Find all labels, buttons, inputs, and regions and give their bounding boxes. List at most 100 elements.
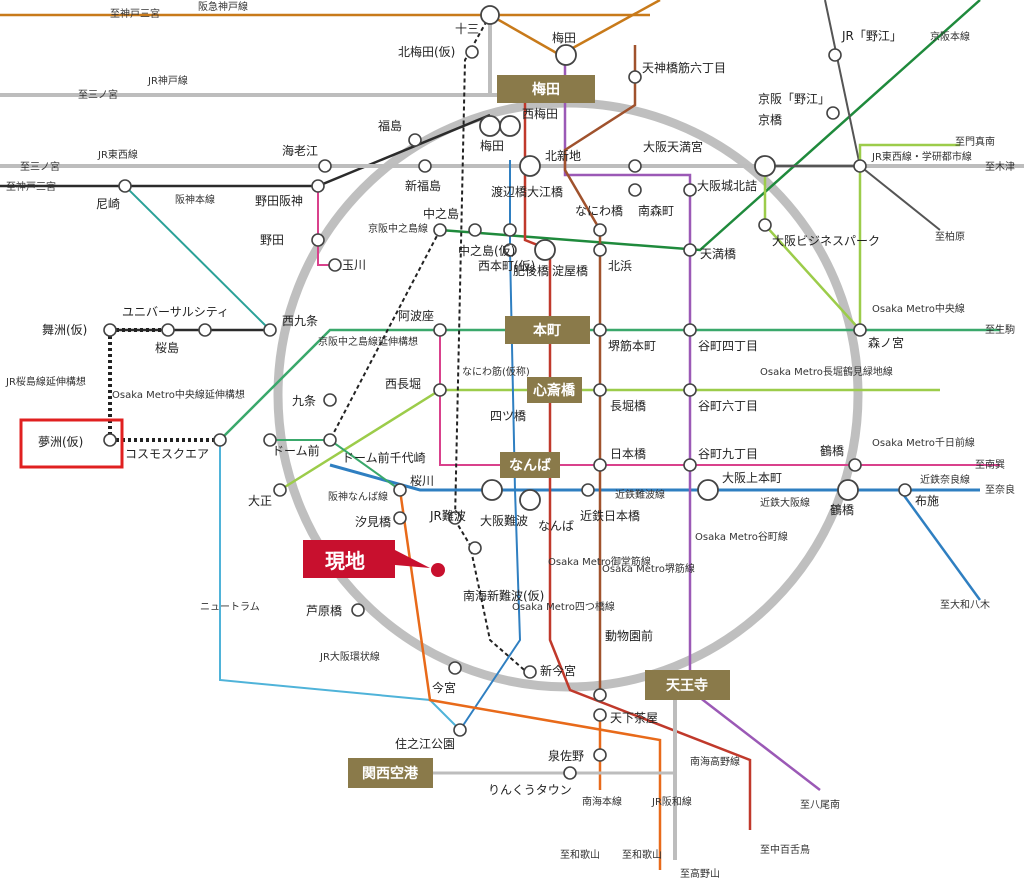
- label-jr-sakurajima-ext: JR桜島線延伸構想: [5, 375, 86, 388]
- station-cosmosquare: コスモスクエア: [125, 447, 209, 461]
- dest-kizu: 至木津: [985, 161, 1015, 173]
- honmachi-box[interactable]: 本町: [505, 316, 590, 344]
- station-tanimachi4: 谷町四丁目: [698, 339, 758, 353]
- station-kyobashi: 京橋: [758, 113, 782, 127]
- station-watanabebashi: 渡辺橋: [491, 184, 527, 199]
- station-tsuruhashi-2: 鶴橋: [830, 502, 854, 517]
- label-kintetsu-namba: 近鉄難波線: [615, 488, 665, 501]
- yotsubashi-line: [459, 160, 522, 731]
- station-shinfukushima: 新福島: [405, 178, 441, 193]
- label-jr-tozai-gakken: JR東西線・学研都市線: [871, 150, 972, 163]
- station-yotsubashi: 四ツ橋: [490, 409, 526, 423]
- station-kitaumeda: 北梅田(仮): [398, 44, 455, 59]
- stations: [103, 5, 912, 780]
- label-chuo-ext: Osaka Metro中央線延伸構想: [112, 388, 245, 401]
- tennoji-box[interactable]: 天王寺: [645, 670, 730, 700]
- station-nagahoribashi: 長堀橋: [610, 398, 646, 413]
- label-sakaisuji: Osaka Metro堺筋線: [602, 562, 695, 575]
- label-sennichimae: Osaka Metro千日前線: [872, 436, 975, 449]
- sakaisuji-line: [563, 45, 637, 690]
- station-umeda-small: 梅田: [552, 30, 576, 45]
- station-tengachaya: 天下茶屋: [610, 710, 658, 725]
- dest-nara: 至奈良: [985, 483, 1015, 496]
- dest-kashiwara: 至柏原: [935, 230, 965, 243]
- dest-wakayama-jr: 至和歌山: [622, 848, 662, 861]
- station-labels: 十三 北梅田(仮) 梅田 天神橋筋六丁目 JR「野江」 京阪「野江」 京橋 福島…: [38, 22, 939, 797]
- label-keihan-nakanoshima-ext: 京阪中之島線延伸構想: [318, 335, 418, 348]
- label-jr-kobe: JR神戸線: [147, 74, 188, 87]
- label-midosuji: Osaka Metro御堂筋線: [548, 555, 651, 568]
- station-tenjinbashi: 天神橋筋六丁目: [642, 60, 726, 75]
- station-izumisano: 泉佐野: [548, 749, 584, 763]
- station-osaka-business-park: 大阪ビジネスパーク: [772, 234, 880, 248]
- station-rinku-town: りんくうタウン: [488, 783, 572, 797]
- station-morinomiya: 森ノ宮: [868, 335, 904, 350]
- line-labels: 阪急神戸線 JR神戸線 JR東西線 阪神本線 京阪本線 京阪中之島線 JR東西線…: [5, 0, 975, 808]
- dest-yao-minami: 至八尾南: [800, 798, 840, 811]
- station-suminoekoen: 住之江公園: [395, 737, 455, 751]
- station-kitashinchi: 北新地: [545, 148, 581, 163]
- label-nagahori: Osaka Metro長堀鶴見緑地線: [760, 365, 893, 378]
- label-chuo: Osaka Metro中央線: [872, 302, 965, 315]
- station-nishihonmachi-kari: 西本町(仮): [478, 259, 535, 273]
- station-tanimachi6: 谷町六丁目: [698, 399, 758, 413]
- station-awaza: 阿波座: [398, 308, 434, 323]
- station-keihan-noe: 京阪「野江」: [758, 92, 830, 106]
- station-fuse: 布施: [915, 494, 939, 508]
- station-yodoyabashi: 淀屋橋: [552, 264, 588, 278]
- amagasaki-teal-line: [124, 185, 271, 331]
- station-kujo: 九条: [292, 394, 316, 408]
- station-sakuragawa: 桜川: [410, 474, 434, 488]
- station-maishima: 舞洲(仮): [42, 323, 87, 337]
- keihan-main-line: [439, 0, 981, 252]
- namba-box[interactable]: なんば: [500, 452, 560, 478]
- station-sakurajima: 桜島: [155, 340, 179, 355]
- label-hanshin-namba: 阪神なんば線: [328, 490, 388, 503]
- svg-text:梅田: 梅田: [532, 81, 560, 98]
- label-yotsubashi: Osaka Metro四つ橋線: [512, 600, 615, 613]
- newtram-line: [219, 440, 461, 731]
- dest-shinkobe-sannomiya: 至神戸三宮: [110, 7, 160, 20]
- station-dobutsuenmae: 動物園前: [605, 628, 653, 643]
- station-nipponbashi: 日本橋: [610, 447, 646, 461]
- svg-text:天王寺: 天王寺: [666, 678, 708, 694]
- station-nakanoshima-kari: 中之島(仮): [458, 243, 515, 258]
- keihan-nakanoshima-ext-line: [329, 229, 441, 441]
- shinsaibashi-box[interactable]: 心斎橋: [527, 377, 582, 403]
- station-nishiumeda: 西梅田: [522, 106, 558, 121]
- station-nishikujo: 西九条: [282, 314, 318, 328]
- label-jr-tozai: JR東西線: [97, 148, 138, 161]
- station-tenmabashi: 天満橋: [700, 247, 736, 261]
- station-domemae: ドーム前: [272, 443, 320, 458]
- label-nankai-koya: 南海高野線: [690, 755, 740, 768]
- sennichimae-line: [439, 330, 1000, 466]
- dest-minami-kyo: 至南巽: [975, 458, 1005, 471]
- label-keihan-nakanoshima: 京阪中之島線: [368, 222, 428, 235]
- station-fukushima: 福島: [378, 118, 402, 133]
- chuo-line: [219, 328, 1000, 441]
- dest-sannomiya-b: 至三ノ宮: [20, 160, 60, 173]
- kintetsu-osaka-line: [898, 489, 982, 601]
- station-kitahama: 北浜: [608, 259, 632, 273]
- dest-koyasan: 至高野山: [680, 867, 720, 880]
- genchi-marker[interactable]: 現地: [303, 540, 445, 578]
- station-tsuruhashi: 鶴橋: [820, 443, 844, 458]
- label-tanimachi: Osaka Metro谷町線: [695, 530, 788, 543]
- station-amagasaki: 尼崎: [96, 197, 120, 211]
- station-jr-noe: JR「野江」: [841, 29, 902, 43]
- dest-kobe-sannomiya-b: 至神戸三宮: [6, 180, 56, 193]
- kansai-airport-box[interactable]: 関西空港: [348, 758, 433, 788]
- umeda-box[interactable]: 梅田: [497, 75, 595, 103]
- kintetsu-line: [329, 463, 980, 492]
- station-jr-namba: JR難波: [429, 508, 466, 523]
- station-tamagawa: 玉川: [342, 258, 366, 272]
- station-minamimorimachi: 南森町: [638, 203, 674, 218]
- station-namba-small: なんば: [538, 519, 574, 533]
- svg-text:関西空港: 関西空港: [362, 765, 419, 782]
- station-nakanoshima: 中之島: [423, 206, 459, 221]
- label-jr-loop: JR大阪環状線: [319, 650, 380, 663]
- dest-wakayama-nankai: 至和歌山: [560, 848, 600, 861]
- station-nankai-shin-namba: 南海新難波(仮): [463, 588, 544, 603]
- label-hanshin-main: 阪神本線: [175, 193, 215, 206]
